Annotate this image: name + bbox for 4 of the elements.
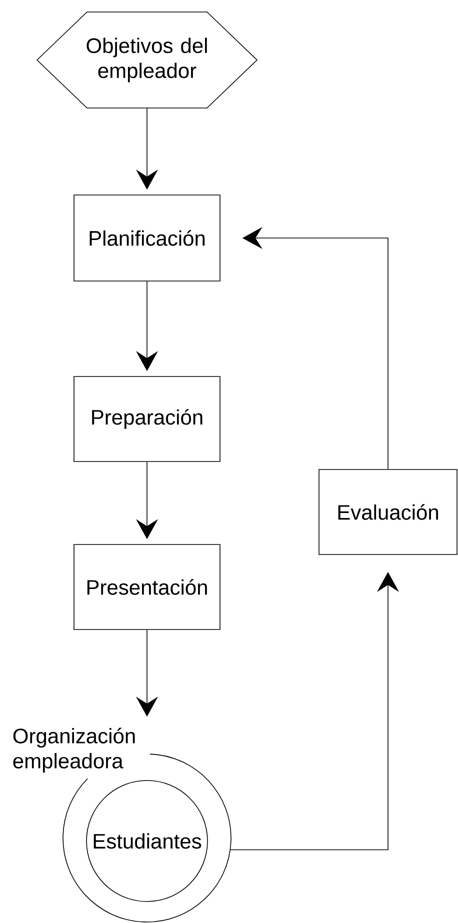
process-box: Presentación: [74, 544, 220, 630]
process-box: Preparación: [74, 376, 220, 462]
process-box: Planificación: [74, 194, 220, 282]
process-box: Evaluación: [318, 469, 458, 555]
